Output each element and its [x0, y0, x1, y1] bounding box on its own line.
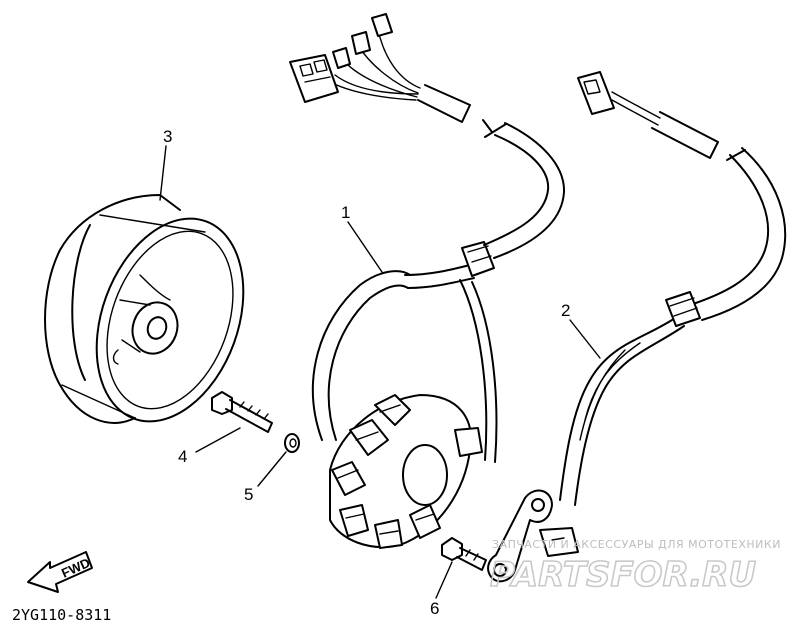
callout-6: 6	[430, 599, 439, 618]
callout-3: 3	[163, 127, 172, 146]
screw-part-6	[441, 537, 487, 571]
callout-4: 4	[178, 447, 187, 466]
callout-1: 1	[341, 203, 350, 222]
pickup-coil-part-2	[487, 71, 787, 583]
washer-part-5	[284, 433, 300, 453]
forward-arrow-icon: FWD	[27, 551, 93, 593]
leader-lines	[159, 145, 601, 599]
bolt-part-4	[211, 391, 273, 433]
forward-arrow-label: FWD	[59, 555, 92, 581]
callout-2: 2	[561, 301, 570, 320]
callout-5: 5	[244, 485, 253, 504]
flywheel-rotor	[44, 194, 245, 424]
stator-assembly	[289, 13, 566, 549]
watermark-logo: PARTSFOR.RU	[490, 555, 756, 595]
watermark-tagline: ЗАПЧАСТИ И АКСЕССУАРЫ ДЛЯ МОТОТЕХНИКИ	[492, 538, 781, 551]
watermark: ЗАПЧАСТИ И АКСЕССУАРЫ ДЛЯ МОТОТЕХНИКИ PA…	[489, 538, 781, 596]
diagram-code: 2YG110-8311	[12, 606, 111, 624]
